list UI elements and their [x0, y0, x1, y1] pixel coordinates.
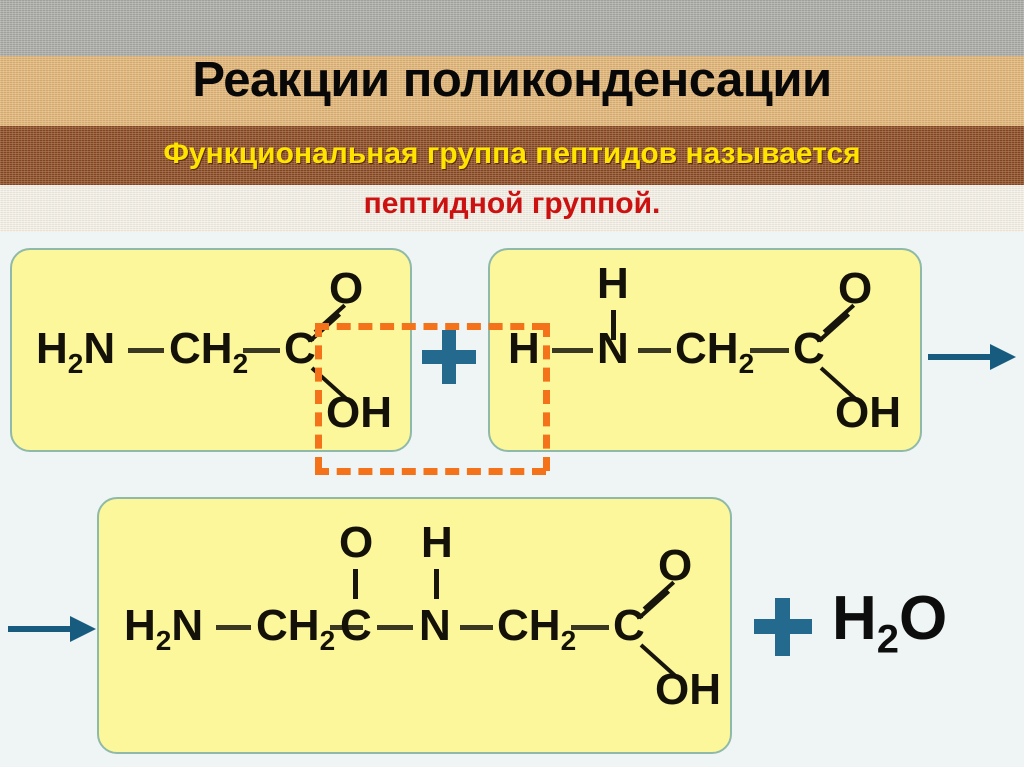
bond-n-to-ch2b — [460, 625, 493, 630]
atom-h-amine-product: H2N — [124, 601, 204, 656]
atom-oxygen-carboxyl-product: O — [658, 541, 693, 590]
bond-n-to-ch2-product — [216, 625, 251, 630]
atom-h-on-nitrogen-right: H — [597, 259, 629, 308]
atom-ch2-left: CH2 — [169, 324, 249, 379]
atom-carbon-amide-product: C — [340, 601, 372, 650]
reactant-left-card: H2N CH2 C O OH — [10, 248, 412, 452]
atom-h-leaving-right: H — [508, 324, 540, 373]
atom-hydroxyl-right: OH — [835, 388, 901, 437]
product-card: H2N CH2 O C H N CH2 C O OH — [97, 497, 732, 754]
atom-nitrogen-product: N — [419, 601, 451, 650]
reaction-arrow-top — [928, 341, 1018, 373]
byproduct-water-formula: H2O — [832, 584, 948, 662]
bond-n-to-h-vertical-product — [434, 569, 439, 599]
bond-c1-to-n — [377, 625, 413, 630]
atom-oxygen-right: O — [838, 264, 873, 313]
header-band-gray — [0, 0, 1024, 56]
header-band-brown — [0, 126, 1024, 185]
atom-h-amine-left: H2N — [36, 324, 116, 379]
subtitle-line-2: пептидной группой. — [363, 187, 661, 220]
atom-h-on-amide-nitrogen: H — [421, 518, 453, 567]
bond-c1-to-o1-vertical — [353, 569, 358, 599]
atom-ch2-right: CH2 — [675, 324, 755, 379]
reactant-right-card: H H N CH2 C O OH — [488, 248, 922, 452]
plus-operator-reactants — [422, 330, 476, 384]
atom-carbon-right: C — [793, 324, 825, 373]
highlight-bottom-edge — [315, 468, 546, 475]
bond-h-to-n-vertical — [611, 310, 616, 340]
highlight-top-edge — [315, 323, 546, 330]
bond-ch2a-to-c1 — [330, 625, 363, 630]
plus-operator-product — [754, 598, 812, 656]
bond-ch2b-to-c2 — [571, 625, 609, 630]
atom-oxygen-amide-product: O — [339, 518, 374, 567]
bond-n-to-ch2 — [128, 348, 164, 353]
atom-carbon-left: C — [284, 324, 316, 373]
highlight-left-edge — [315, 323, 322, 471]
subtitle-line-1: Функциональная группа пептидов называетс… — [163, 137, 861, 170]
bond-h-to-n — [552, 348, 593, 353]
header-band-tan — [0, 56, 1024, 126]
slide-title: Реакции поликонденсации — [192, 53, 832, 107]
atom-oxygen-left: O — [329, 264, 364, 313]
atom-hydroxyl-left: OH — [326, 388, 392, 437]
bond-ch2-to-c-right — [750, 348, 789, 353]
atom-nitrogen-right: N — [597, 324, 629, 373]
bond-n-to-ch2-right — [638, 348, 671, 353]
atom-ch2-a-product: CH2 — [256, 601, 336, 656]
atom-carbon-carboxyl-product: C — [613, 601, 645, 650]
header-band-cream — [0, 185, 1024, 232]
highlight-right-edge — [543, 323, 550, 471]
atom-ch2-b-product: CH2 — [497, 601, 577, 656]
reaction-arrow-bottom — [8, 613, 98, 645]
atom-hydroxyl-product: OH — [655, 665, 721, 714]
bond-ch2-to-c — [243, 348, 280, 353]
